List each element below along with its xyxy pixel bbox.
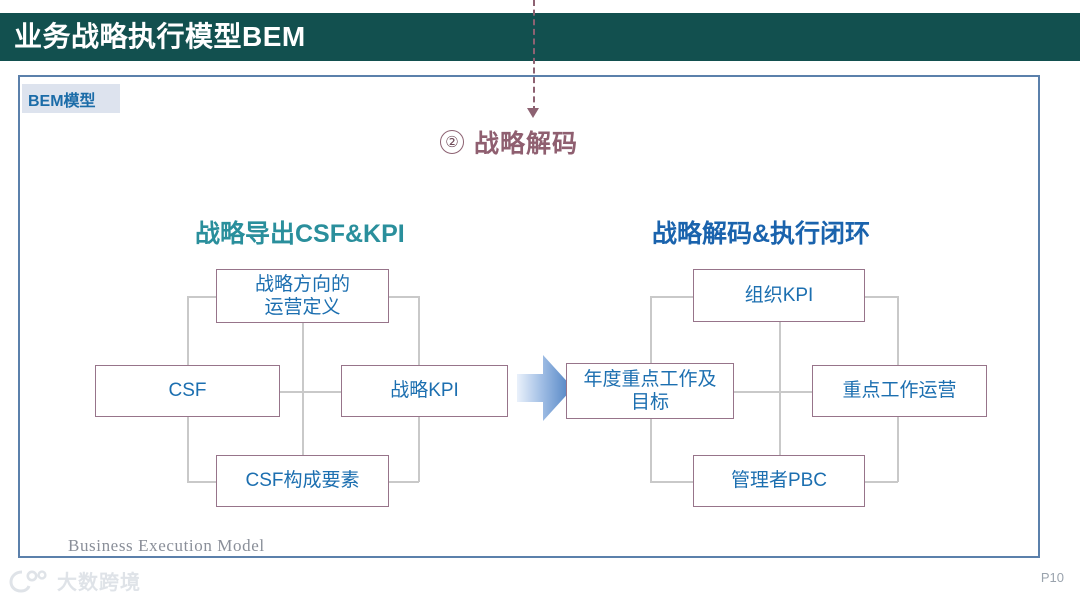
connector-rc-top-right-h [865, 296, 898, 298]
slide-title-bar: 业务战略执行模型BEM [0, 13, 1080, 61]
box-strategy-kpi[interactable]: 战略KPI [341, 365, 508, 417]
step-number-badge: ② [440, 130, 464, 154]
box-csf[interactable]: CSF [95, 365, 280, 417]
watermark-label: 大数跨境 [57, 572, 141, 594]
box-strategy-direction-line2: 运营定义 [264, 297, 341, 318]
box-org-kpi[interactable]: 组织KPI [693, 269, 865, 322]
dashed-connector-line [533, 0, 535, 112]
connector-rc-bottom-left-h [650, 481, 693, 483]
connector-left-mid [280, 391, 341, 393]
box-annual-focus[interactable]: 年度重点工作及 目标 [566, 363, 734, 419]
box-annual-focus-line1: 年度重点工作及 [583, 368, 717, 390]
box-strategy-direction-line1: 战略方向的 [254, 273, 350, 295]
box-annual-focus-label: 年度重点工作及 目标 [583, 368, 716, 414]
connector-rc-bottom-right-h [865, 481, 898, 483]
watermark-logo: 大数跨境 [8, 566, 141, 595]
connector-right-cluster-spine [779, 322, 781, 455]
connector-csf-top-stub [187, 323, 189, 365]
connector-right-bottom-elbow-h [389, 481, 419, 483]
connector-left-top-elbow-h [187, 296, 216, 298]
box-manager-pbc[interactable]: 管理者PBC [693, 455, 865, 507]
box-strategy-direction[interactable]: 战略方向的 运营定义 [216, 269, 389, 323]
step-heading-label: 战略解码 [474, 130, 579, 158]
page-number: P10 [1040, 570, 1064, 585]
section-heading-right: 战略解码&执行闭环 [652, 220, 871, 248]
dashed-connector-arrowhead [527, 108, 539, 118]
box-strategy-direction-label: 战略方向的 运营定义 [255, 273, 350, 319]
section-heading-left: 战略导出CSF&KPI [195, 220, 405, 248]
page-title: 业务战略执行模型BEM [14, 21, 306, 52]
connector-right-cluster-mid-left [734, 391, 812, 393]
connector-left-bottom-elbow-h [187, 481, 216, 483]
connector-rc-top-left-h [650, 296, 693, 298]
box-csf-elements[interactable]: CSF构成要素 [216, 455, 389, 507]
box-annual-focus-line2: 目标 [630, 392, 669, 413]
section-badge: BEM模型 [22, 84, 120, 113]
connector-left-spine [302, 323, 304, 455]
step-heading: ② 战略解码 [440, 124, 578, 160]
section-badge-label: BEM模型 [28, 92, 96, 110]
footnote-text: Business Execution Model [68, 536, 265, 555]
flow-arrow-icon [517, 355, 573, 421]
connector-right-top-elbow-h [389, 296, 419, 298]
box-key-work-ops[interactable]: 重点工作运营 [812, 365, 987, 417]
brand-mark-icon [9, 569, 47, 593]
